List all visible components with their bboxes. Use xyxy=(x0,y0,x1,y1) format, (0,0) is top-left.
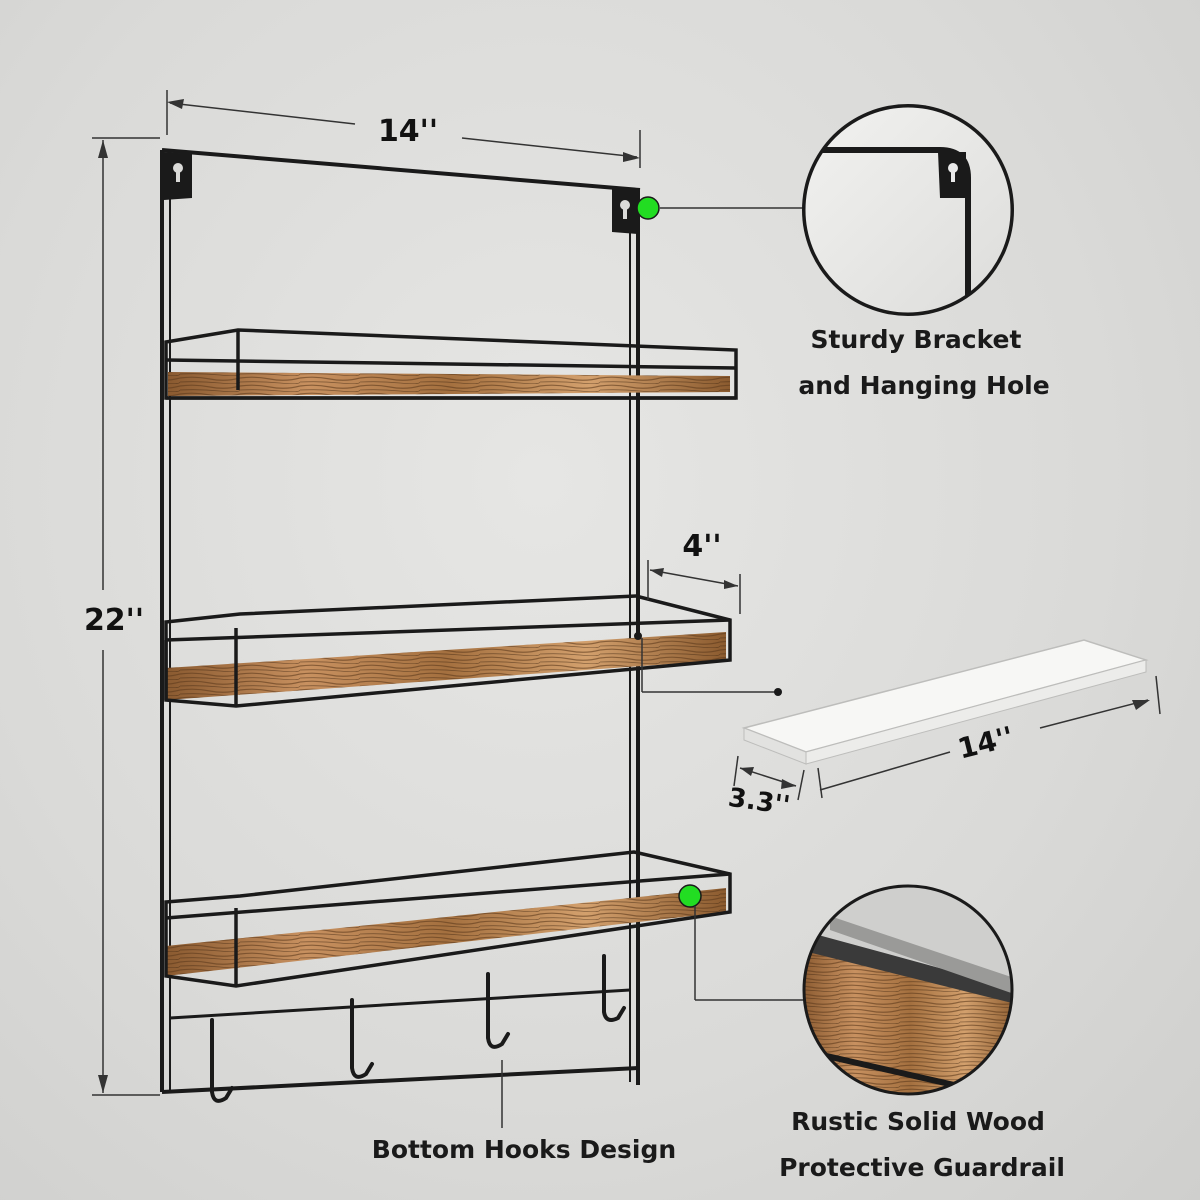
wood-callout xyxy=(678,884,1014,1096)
depth-dimension: 4'' xyxy=(647,529,741,614)
shelf-top xyxy=(164,328,738,400)
board-length-label: 14'' xyxy=(954,720,1016,766)
wood-board xyxy=(741,639,1149,765)
height-dimension: 22'' xyxy=(84,137,160,1096)
bracket-callout xyxy=(636,104,1014,316)
shelf-middle xyxy=(164,594,732,708)
bracket-label-line1: Sturdy Bracket xyxy=(811,325,1022,354)
hanging-hole-right xyxy=(612,188,638,234)
width-dimension: 14'' xyxy=(166,90,641,168)
wood-label-line2: Protective Guardrail xyxy=(779,1153,1065,1182)
depth-label: 4'' xyxy=(682,529,721,564)
hooks-label: Bottom Hooks Design xyxy=(372,1135,676,1164)
bracket-label-line2: and Hanging Hole xyxy=(798,371,1049,400)
board-leader xyxy=(634,632,782,696)
shelf-bottom xyxy=(164,850,732,988)
hanging-hole-left xyxy=(164,152,192,200)
height-label: 22'' xyxy=(84,603,144,638)
wood-label-line1: Rustic Solid Wood xyxy=(791,1107,1045,1136)
board-depth-dimension: 3.3'' xyxy=(726,755,805,821)
bottom-hooks xyxy=(210,954,626,1103)
width-label: 14'' xyxy=(378,114,438,149)
